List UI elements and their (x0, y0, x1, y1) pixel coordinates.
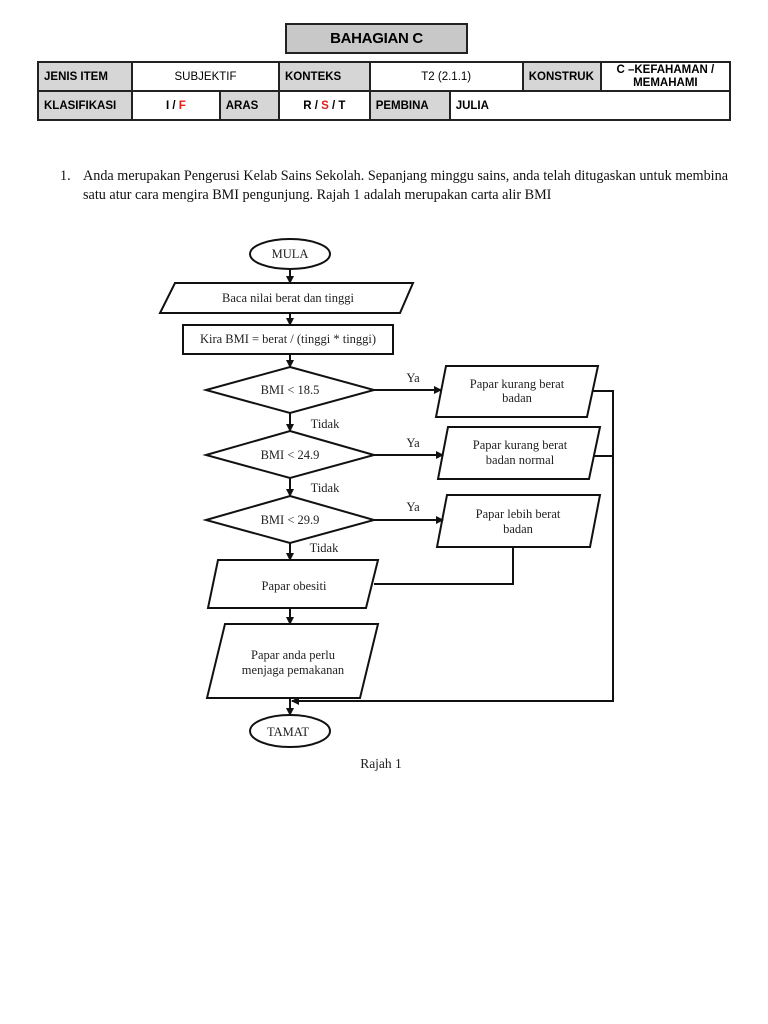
klasifikasi-option-f-selected: F (178, 99, 186, 112)
yes-label-1: Ya (406, 371, 420, 385)
klasifikasi-value: I / F (131, 90, 221, 121)
output-3-line-1: Papar lebih berat (476, 507, 561, 521)
aras-value: R / S / T (278, 90, 371, 121)
question-number: 1. (60, 168, 71, 184)
decision-3-label: BMI < 29.9 (261, 513, 320, 527)
advice-line-2: menjaga pemakanan (242, 663, 345, 677)
no-label-1: Tidak (311, 417, 340, 431)
konstruk-label: KONSTRUK (521, 61, 602, 92)
output-3-line-2: badan (503, 522, 534, 536)
yes-label-3: Ya (406, 500, 420, 514)
output-1-parallelogram (434, 365, 600, 418)
yes-label-2: Ya (406, 436, 420, 450)
advice-line-1: Papar anda perlu (251, 648, 336, 662)
aras-option-r: R (303, 99, 312, 112)
aras-label: ARAS (218, 90, 281, 121)
pembina-value: JULIA (448, 90, 732, 121)
no-label-2: Tidak (311, 481, 340, 495)
decision-2-label: BMI < 24.9 (261, 448, 320, 462)
figure-caption: Rajah 1 (360, 756, 402, 771)
konteks-value: T2 (2.1.1) (368, 61, 524, 92)
advice-output-parallelogram (205, 623, 380, 699)
aras-option-t: T (338, 99, 346, 112)
input-parallelogram (158, 282, 415, 314)
separator: / (332, 99, 336, 112)
obesity-output-parallelogram (206, 559, 380, 609)
process-box (182, 324, 394, 355)
konstruk-value: C –KEFAHAMAN /MEMAHAMI (599, 61, 732, 92)
output-2-line-1: Papar kurang berat (473, 438, 568, 452)
input-label: Baca nilai berat dan tinggi (222, 291, 354, 305)
item-metadata-table: JENIS ITEM SUBJEKTIF KONTEKS T2 (2.1.1) … (37, 61, 732, 121)
output-1-line-1: Papar kurang berat (470, 377, 565, 391)
output-3-parallelogram (435, 494, 602, 548)
decision-1-label: BMI < 18.5 (261, 383, 320, 397)
klasifikasi-label: KLASIFIKASI (37, 90, 133, 121)
no-label-3: Tidak (310, 541, 339, 555)
konstruk-line-1: C –KEFAHAMAN / (616, 63, 715, 76)
end-terminal (249, 714, 331, 748)
process-label: Kira BMI = berat / (tinggi * tinggi) (200, 332, 376, 346)
pembina-label: PEMBINA (368, 90, 451, 121)
start-label: MULA (272, 247, 309, 261)
output-2-line-2: badan normal (486, 453, 555, 467)
jenis-item-label: JENIS ITEM (37, 61, 133, 92)
jenis-item-value: SUBJEKTIF (131, 61, 280, 92)
separator: / (314, 99, 318, 112)
output-1-line-2: badan (502, 391, 533, 405)
obesity-output-label: Papar obesiti (262, 579, 327, 593)
konteks-label: KONTEKS (278, 61, 371, 92)
aras-option-s-selected: S (321, 99, 329, 112)
end-label: TAMAT (267, 725, 309, 739)
output-2-parallelogram (436, 426, 602, 480)
section-title: BAHAGIAN C (285, 23, 468, 54)
separator: / (172, 99, 176, 112)
konstruk-line-2: MEMAHAMI (633, 76, 698, 89)
klasifikasi-option-i: I (165, 99, 170, 112)
question-text: Anda merupakan Pengerusi Kelab Sains Sek… (83, 168, 728, 203)
